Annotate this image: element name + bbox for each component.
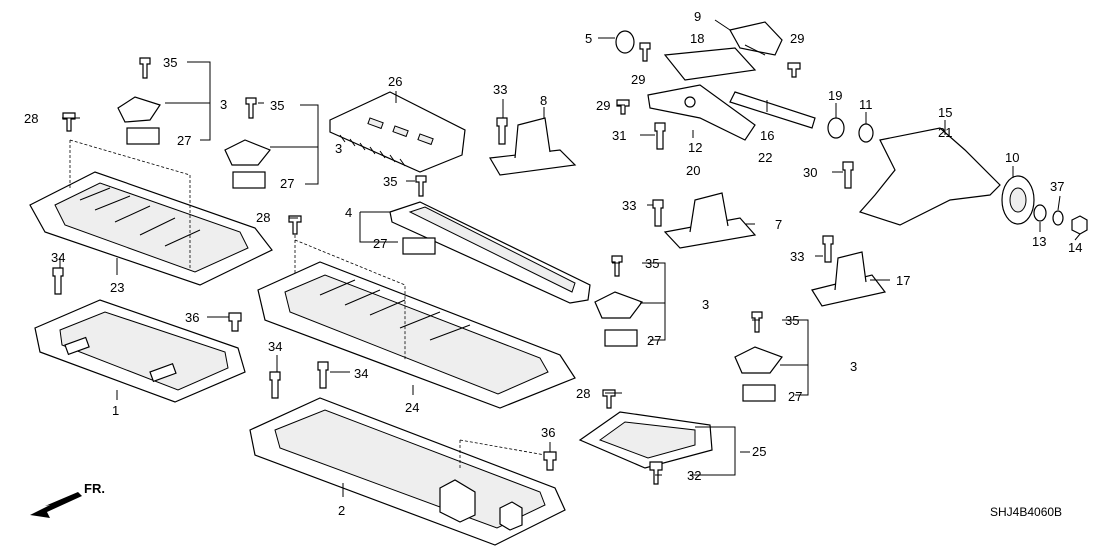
callout-35: 35 — [270, 98, 284, 113]
callout-28: 28 — [256, 210, 270, 225]
part-37-washer — [1052, 210, 1064, 226]
part-4-rail — [389, 201, 591, 304]
part-21-bracket — [858, 127, 1001, 226]
callout-3: 3 — [702, 297, 709, 312]
part-22-shaft — [663, 47, 816, 129]
callout-27: 27 — [647, 333, 661, 348]
callout-16: 16 — [760, 128, 774, 143]
callout-34: 34 — [268, 339, 282, 354]
callout-28: 28 — [576, 386, 590, 401]
callout-13: 13 — [1032, 234, 1046, 249]
callout-31: 31 — [612, 128, 626, 143]
callout-11: 11 — [859, 97, 873, 112]
callout-35: 35 — [785, 313, 799, 328]
callout-3: 3 — [220, 97, 227, 112]
callout-27: 27 — [280, 176, 294, 191]
callout-28: 28 — [24, 111, 38, 126]
callout-35: 35 — [645, 256, 659, 271]
fasteners — [52, 42, 854, 485]
part-1-pan — [34, 299, 246, 403]
part-3-cover-c — [594, 291, 643, 319]
callout-35: 35 — [163, 55, 177, 70]
callout-35: 35 — [383, 174, 397, 189]
callout-17: 17 — [896, 273, 910, 288]
callout-14: 14 — [1068, 240, 1082, 255]
part-13-washer — [1033, 204, 1047, 222]
part-14-nut — [1071, 215, 1088, 235]
part-2-pan — [249, 397, 566, 546]
part-8-bracket — [489, 117, 577, 176]
callout-10: 10 — [1005, 150, 1019, 165]
callout-9: 9 — [694, 9, 701, 24]
part-27-clip-b — [232, 171, 266, 189]
callout-24: 24 — [405, 400, 419, 415]
leader-lines — [59, 19, 1081, 497]
callout-labels: 1 2 3 3 3 3 4 5 7 8 9 10 11 12 13 14 15 … — [24, 9, 1082, 518]
callout-5: 5 — [585, 31, 592, 46]
callout-30: 30 — [803, 165, 817, 180]
callout-23: 23 — [110, 280, 124, 295]
front-direction-label: FR. — [84, 481, 105, 496]
part-11-bushing — [858, 123, 874, 143]
part-18-clip — [729, 21, 783, 56]
callout-27: 27 — [177, 133, 191, 148]
callout-27: 27 — [373, 236, 387, 251]
part-27-clip-c — [402, 237, 436, 255]
callout-4: 4 — [345, 205, 352, 220]
callout-37: 37 — [1050, 179, 1064, 194]
callout-20: 20 — [686, 163, 700, 178]
part-25-bezel — [578, 411, 713, 469]
callout-12: 12 — [688, 140, 702, 155]
callout-1: 1 — [112, 403, 119, 418]
callout-3: 3 — [850, 359, 857, 374]
part-5-ring — [615, 30, 635, 54]
callout-32: 32 — [687, 468, 701, 483]
part-3-cover-d — [734, 346, 783, 374]
callout-33: 33 — [622, 198, 636, 213]
callout-29: 29 — [596, 98, 610, 113]
part-20-hinge — [647, 84, 756, 141]
callout-18: 18 — [690, 31, 704, 46]
callout-26: 26 — [388, 74, 402, 89]
front-direction-arrow-icon — [30, 492, 82, 518]
callout-29: 29 — [790, 31, 804, 46]
callout-33: 33 — [790, 249, 804, 264]
callout-19: 19 — [828, 88, 842, 103]
part-23-tray — [29, 139, 273, 286]
callout-25: 25 — [752, 444, 766, 459]
callout-29: 29 — [631, 72, 645, 87]
callout-34: 34 — [354, 366, 368, 381]
callout-8: 8 — [540, 93, 547, 108]
part-19-bushing — [827, 117, 845, 139]
part-3-cover-a — [117, 96, 161, 123]
part-27-clip-e — [742, 384, 776, 402]
callout-34: 34 — [51, 250, 65, 265]
callout-15: 15 — [938, 105, 952, 120]
part-7-bracket — [663, 192, 757, 249]
part-26-cover — [329, 91, 466, 173]
part-3-cover-b — [224, 139, 271, 166]
callout-27: 27 — [788, 389, 802, 404]
part-10-pulley — [1001, 175, 1035, 225]
callout-21: 21 — [938, 125, 952, 140]
callout-22: 22 — [758, 150, 772, 165]
callout-3: 3 — [335, 141, 342, 156]
part-17-bracket — [811, 251, 887, 307]
part-27-clip-d — [604, 329, 638, 347]
diagram-code: SHJ4B4060B — [990, 505, 1062, 519]
callout-7: 7 — [775, 217, 782, 232]
part-27-clip-a — [126, 127, 160, 145]
callout-33: 33 — [493, 82, 507, 97]
callout-2: 2 — [338, 503, 345, 518]
callout-36: 36 — [541, 425, 555, 440]
part-24-tray — [257, 235, 576, 409]
callout-36: 36 — [185, 310, 199, 325]
